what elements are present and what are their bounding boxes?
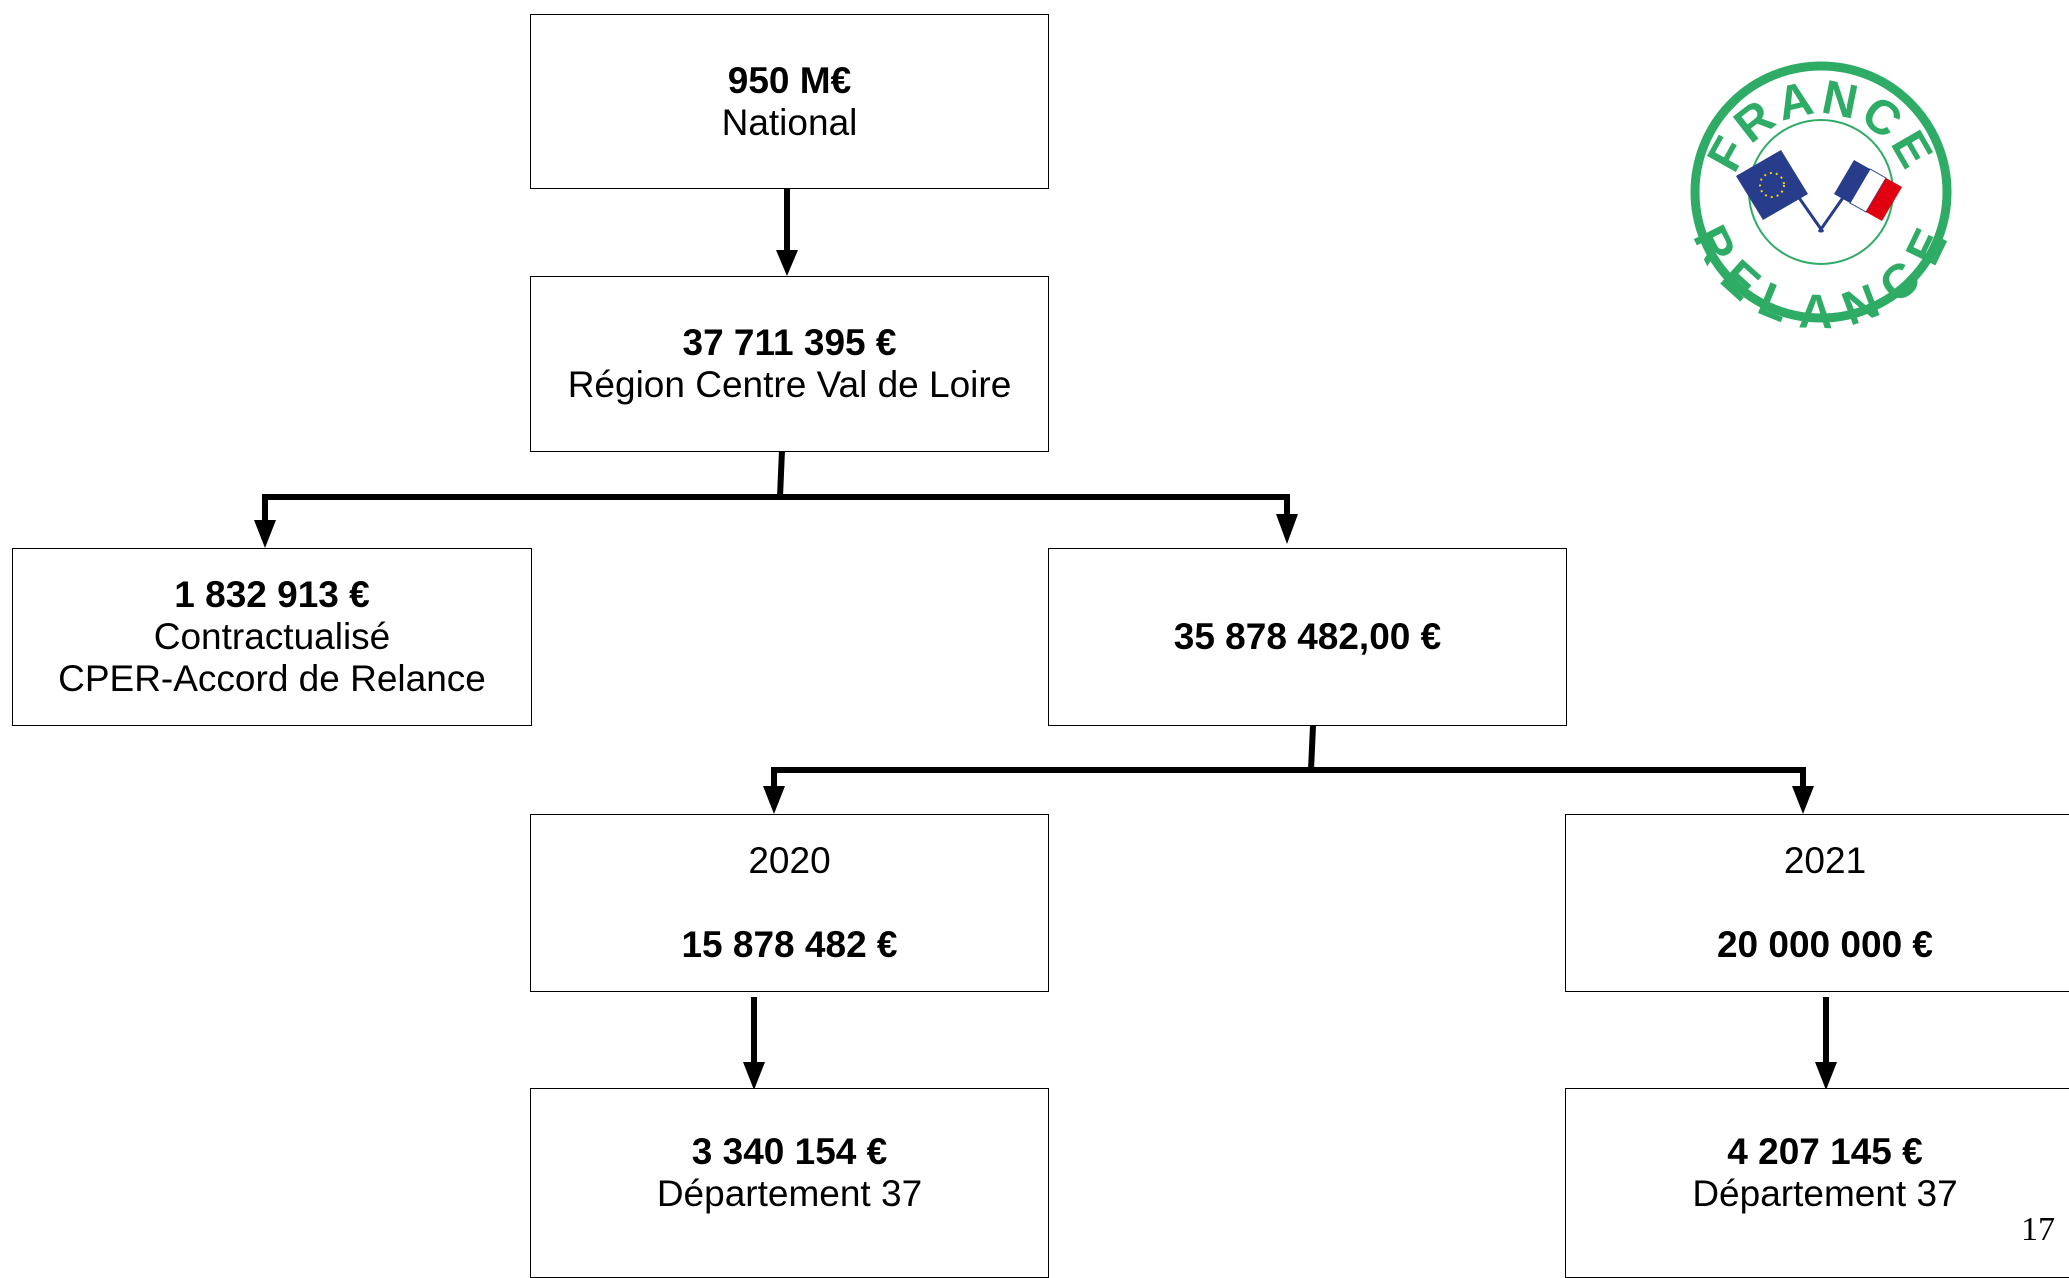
node-year-2021: 2021 20 000 000 € bbox=[1565, 814, 2069, 992]
year-2021-amount: 20 000 000 € bbox=[1716, 924, 1934, 965]
arrow-2021-to-dept bbox=[1815, 997, 1837, 1090]
year-2020-label: 2020 bbox=[748, 840, 831, 881]
svg-text:RELANCE: RELANCE bbox=[1686, 217, 1956, 330]
eu-flag-icon bbox=[1736, 150, 1808, 220]
contractualise-line2: CPER-Accord de Relance bbox=[58, 658, 486, 699]
contractualise-amount: 1 832 913 € bbox=[174, 574, 370, 615]
svg-text:FRANCE: FRANCE bbox=[1698, 71, 1945, 180]
region-amount: 37 711 395 € bbox=[682, 322, 897, 363]
page-number: 17 bbox=[2021, 1211, 2055, 1248]
node-contractualise: 1 832 913 € Contractualisé CPER-Accord d… bbox=[12, 548, 532, 726]
node-year-2020: 2020 15 878 482 € bbox=[530, 814, 1049, 992]
year-2021-label: 2021 bbox=[1783, 840, 1867, 881]
arrow-national-to-region bbox=[776, 186, 798, 276]
year-2020-amount: 15 878 482 € bbox=[681, 924, 898, 965]
node-dept-2020: 3 340 154 € Département 37 bbox=[530, 1088, 1049, 1278]
contractualise-line1: Contractualisé bbox=[153, 616, 391, 657]
split-region bbox=[254, 449, 1298, 548]
node-national: 950 M€ National bbox=[530, 14, 1049, 189]
node-region: 37 711 395 € Région Centre Val de Loire bbox=[530, 276, 1049, 452]
split-years bbox=[763, 725, 1814, 814]
dept-2021-label: Département 37 bbox=[1692, 1173, 1958, 1214]
france-relance-logo: FRANCE RELANCE bbox=[1686, 61, 1956, 330]
region-label: Région Centre Val de Loire bbox=[567, 364, 1012, 405]
national-label: National bbox=[721, 101, 858, 143]
arrow-2020-to-dept bbox=[743, 997, 765, 1090]
dept-2020-label: Département 37 bbox=[656, 1173, 923, 1214]
dept-2020-amount: 3 340 154 € bbox=[691, 1131, 888, 1172]
node-dept-2021: 4 207 145 € Département 37 bbox=[1565, 1088, 2069, 1278]
dept-2021-amount: 4 207 145 € bbox=[1727, 1131, 1923, 1172]
national-amount: 950 M€ bbox=[727, 59, 852, 101]
non-contractualise-amount: 35 878 482,00 € bbox=[1173, 616, 1442, 657]
node-non-contractualise: 35 878 482,00 € bbox=[1048, 548, 1567, 726]
french-flag-icon bbox=[1834, 160, 1902, 221]
